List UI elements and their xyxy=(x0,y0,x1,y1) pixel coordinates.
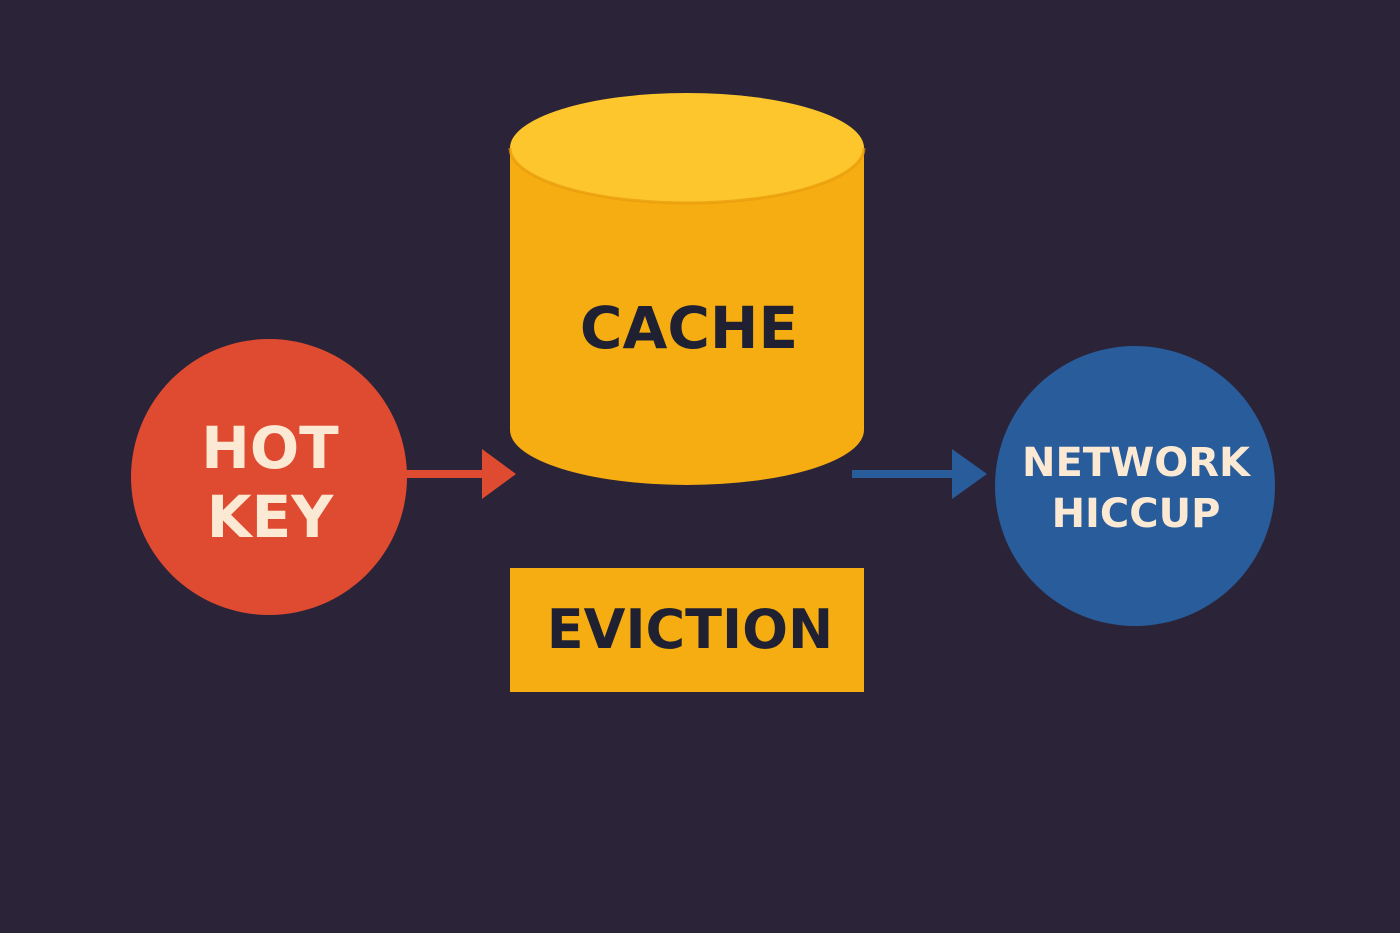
network-hiccup-label-line2: HICCUP xyxy=(1052,491,1221,537)
network-hiccup-circle xyxy=(995,346,1275,626)
cache-cylinder-top xyxy=(510,93,864,203)
arrow-hot-key-to-cache-head xyxy=(482,449,516,499)
network-hiccup-node: NETWORK HICCUP xyxy=(995,346,1275,626)
hot-key-label-line2: KEY xyxy=(207,483,335,551)
hot-key-circle xyxy=(131,339,407,615)
eviction-box xyxy=(510,568,864,692)
cache-cylinder-body xyxy=(510,148,864,485)
arrow-cache-to-network xyxy=(852,449,987,499)
eviction-label: EVICTION xyxy=(547,598,833,661)
hot-key-label-line1: HOT xyxy=(201,414,339,482)
arrow-hot-key-to-cache xyxy=(402,449,516,499)
network-hiccup-label-line1: NETWORK xyxy=(1022,440,1252,486)
cache-node: CACHE xyxy=(508,93,866,485)
cache-label: CACHE xyxy=(580,294,798,362)
hot-key-node: HOT KEY xyxy=(131,339,407,615)
arrow-cache-to-network-head xyxy=(952,449,987,499)
eviction-node: EVICTION xyxy=(510,568,864,692)
cache-cylinder-rim xyxy=(508,147,866,205)
